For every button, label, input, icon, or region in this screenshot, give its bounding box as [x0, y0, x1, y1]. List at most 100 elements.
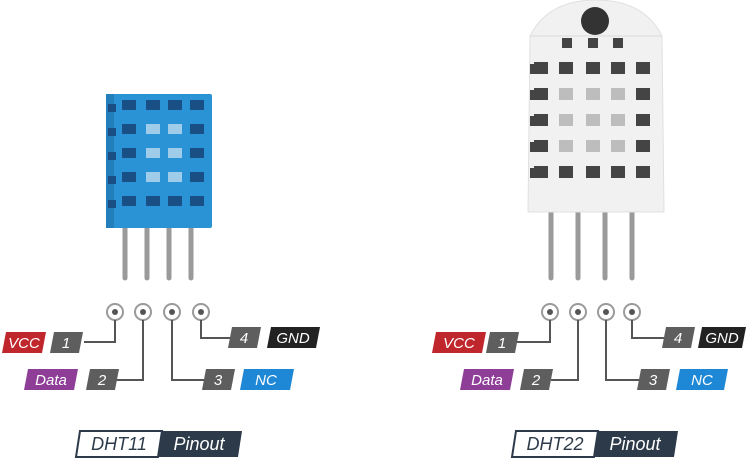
dht11-pin-2-tag [86, 369, 119, 390]
dht22-grille-notch [562, 38, 572, 48]
dht11-vcc-tag [2, 332, 46, 353]
dht11-body [106, 94, 212, 228]
dht22-gnd-tag [698, 327, 746, 348]
dht11-grille [108, 100, 204, 208]
dht22-grille-slot [636, 88, 650, 100]
dht22-wires [517, 320, 664, 381]
dht22-wire-1 [517, 320, 551, 343]
dht22-nc-tag [676, 369, 728, 390]
dht11-gnd-tag [267, 327, 320, 348]
dht11-grille-slot [168, 196, 182, 206]
dht22-grille-slot [534, 114, 548, 126]
dht22-grille-slot [586, 88, 600, 100]
dht22-grille-slot [534, 88, 548, 100]
dht11-pin-4-group: 4 GND [228, 327, 320, 348]
dht11-wire-2 [116, 320, 144, 381]
dht11-title: DHT11 Pinout [74, 430, 242, 458]
dht22-pin-dot-4 [629, 309, 635, 315]
dht22-grille-slot [586, 62, 600, 74]
dht22-body [527, 0, 665, 213]
dht22-pin-3-group: 3 NC [637, 369, 728, 390]
dht22-title-word-box [594, 431, 678, 457]
dht11-pin-dot-4 [198, 309, 204, 315]
dht11-gnd-label: GND [276, 330, 310, 347]
dht11-grille-slot [108, 152, 116, 160]
dht11-pin-4-number: 4 [240, 330, 248, 347]
dht22-pin-1-number: 1 [498, 335, 506, 352]
dht22-grille-slot [586, 166, 600, 178]
dht22-pin-4-group: 4 GND [662, 327, 746, 348]
dht11-sensor [106, 94, 212, 281]
dht11-wires [84, 320, 232, 381]
dht22-grille-slot [534, 166, 548, 178]
dht22-grille-slot [530, 142, 536, 152]
dht22-grille-slot [611, 62, 625, 74]
dht11-grille-slot [168, 124, 182, 134]
dht11-body-shade [106, 94, 114, 228]
dht22-grille-slot [586, 114, 600, 126]
dht22-sensor [527, 0, 665, 281]
dht11-grille-slot [108, 200, 116, 208]
dht11-pin-3-tag [202, 369, 235, 390]
dht22-pin-dot-2 [575, 309, 581, 315]
dht11-pin-1-number: 1 [62, 335, 70, 352]
dht11-wire-4 [200, 320, 232, 339]
dht22-gnd-label: GND [705, 330, 739, 347]
dht11-wire-3 [171, 320, 206, 381]
dht11-title-model: DHT11 [91, 434, 147, 454]
dht11-pin-1-group: VCC 1 [2, 332, 83, 353]
dht11-grille-slot [168, 172, 182, 182]
dht11-data-tag [24, 369, 78, 390]
dht11-grille-slot [168, 148, 182, 158]
dht22-grille-slot [611, 88, 625, 100]
dht11-grille-slot [146, 148, 160, 158]
dht22-grille-slot [636, 114, 650, 126]
dht11-grille-slot [190, 196, 204, 206]
dht11-grille-slot [108, 128, 116, 136]
dht11-grille-slot [190, 172, 204, 182]
dht22-grille-slot [530, 64, 536, 74]
dht22-pin-3-number: 3 [649, 372, 658, 389]
dht22-grille-slot [530, 90, 536, 100]
dht22-vcc-label: VCC [443, 335, 475, 352]
dht22-grille-slot [611, 140, 625, 152]
dht22-grille-slot [636, 140, 650, 152]
dht22-grille-slot [611, 114, 625, 126]
dht11-pin-1-tag [50, 332, 83, 353]
dht11-pin-3-number: 3 [214, 372, 223, 389]
dht22-grille-slot [636, 62, 650, 74]
dht22-pin-dot-1 [547, 309, 553, 315]
dht22-grille-slot [559, 114, 573, 126]
dht22-pin-3-tag [637, 369, 670, 390]
dht22-pin-holes [541, 303, 641, 321]
dht22-wire-2 [551, 320, 579, 381]
dht22-grille-slot [586, 140, 600, 152]
dht11-title-word-box [158, 431, 242, 457]
dht22-grille-slot [559, 88, 573, 100]
dht11-grille-slot [122, 196, 136, 206]
dht22-data-label: Data [471, 372, 503, 389]
dht22-pin-4-tag [662, 327, 695, 348]
dht22-pin-2-tag [520, 369, 553, 390]
dht11-wire-1 [84, 320, 116, 343]
dht11-grille-slot [190, 100, 204, 110]
dht22-grille-notch [613, 38, 623, 48]
dht22-grille-slot [530, 116, 536, 126]
dht11-grille-slot [146, 196, 160, 206]
dht22-grille-slot [559, 140, 573, 152]
dht11-vcc-label: VCC [8, 335, 40, 352]
dht22-grille-slot [559, 62, 573, 74]
dht11-pin-dot-2 [140, 309, 146, 315]
dht11-grille-slot [122, 100, 136, 110]
dht22-nc-label: NC [691, 372, 713, 389]
dht22-pin-2-group: Data 2 [460, 369, 553, 390]
dht22-title-word: Pinout [609, 434, 661, 454]
dht22-grille-slot [636, 166, 650, 178]
dht11-grille-slot [190, 148, 204, 158]
dht11-grille-slot [108, 176, 116, 184]
dht11-pin-dot-1 [112, 309, 118, 315]
dht22-pin-2-number: 2 [531, 372, 541, 389]
dht22-grille-slot [534, 62, 548, 74]
dht11-title-word: Pinout [173, 434, 225, 454]
